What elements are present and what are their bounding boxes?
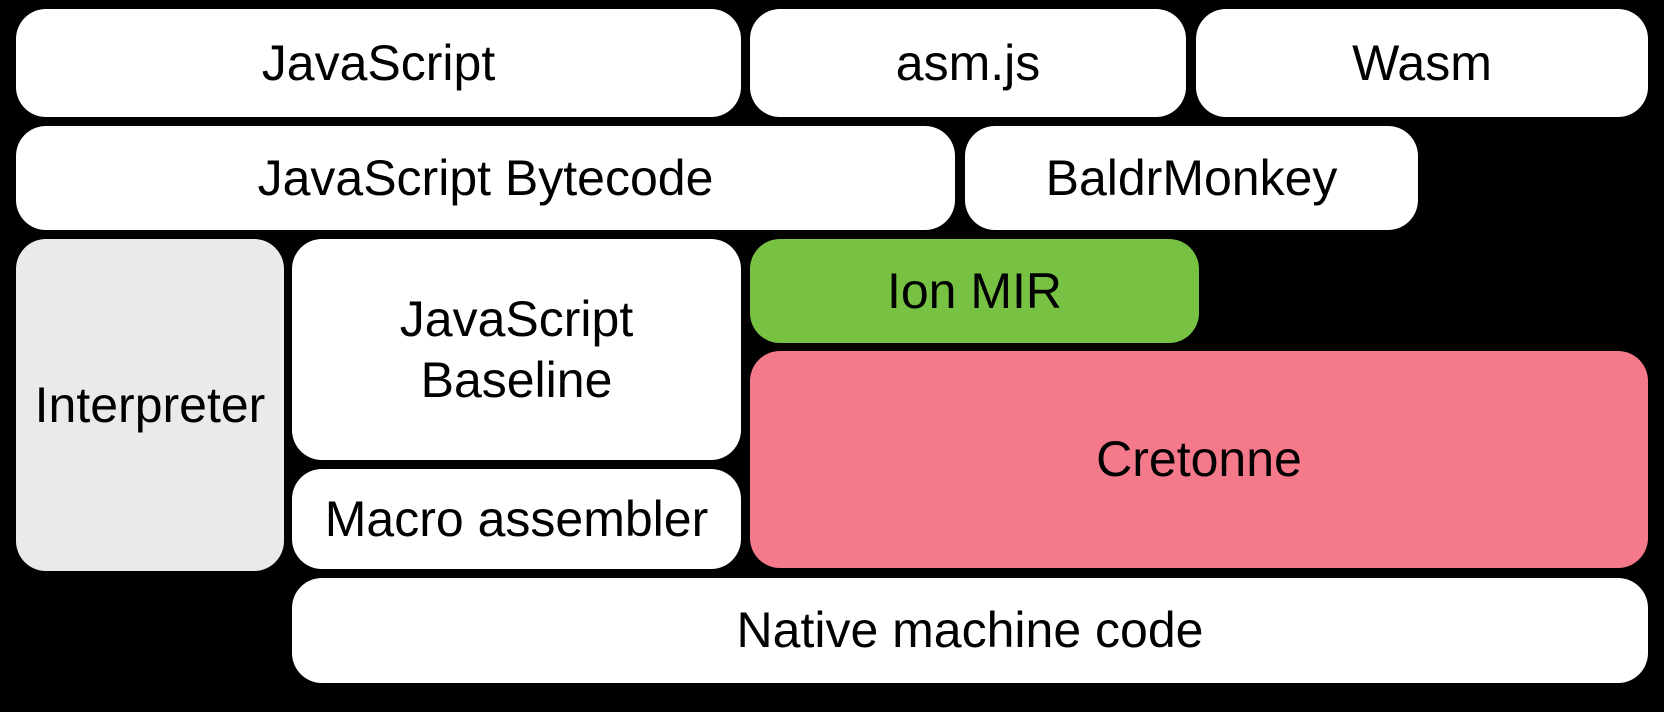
native-machine-code-label: Native machine code <box>736 602 1204 658</box>
javascript-baseline-label: JavaScript Baseline <box>399 290 634 408</box>
javascript-bytecode-label: JavaScript Bytecode <box>257 149 714 206</box>
interpreter-label: Interpreter <box>34 376 266 433</box>
box-wasm: Wasm <box>1196 9 1648 117</box>
box-macro-assembler: Macro assembler <box>292 469 741 569</box>
wasm-label: Wasm <box>1352 34 1492 91</box>
ion-mir-label: Ion MIR <box>886 262 1063 319</box>
box-baldrmonkey: BaldrMonkey <box>965 126 1418 230</box>
box-javascript-bytecode: JavaScript Bytecode <box>16 126 955 230</box>
asm-js-label: asm.js <box>895 34 1041 91</box>
javascript-label: JavaScript <box>261 34 496 91</box>
box-javascript: JavaScript <box>16 9 741 117</box>
box-ion-mir: Ion MIR <box>750 239 1199 343</box>
cretonne-label: Cretonne <box>1096 431 1302 487</box>
box-asm-js: asm.js <box>750 9 1186 117</box>
box-interpreter: Interpreter <box>16 239 284 571</box>
box-javascript-baseline: JavaScript Baseline <box>292 239 741 460</box>
macro-assembler-label: Macro assembler <box>324 490 709 547</box>
baldrmonkey-label: BaldrMonkey <box>1045 149 1338 206</box>
box-cretonne: Cretonne <box>750 351 1648 568</box>
box-native-machine-code: Native machine code <box>292 578 1648 683</box>
